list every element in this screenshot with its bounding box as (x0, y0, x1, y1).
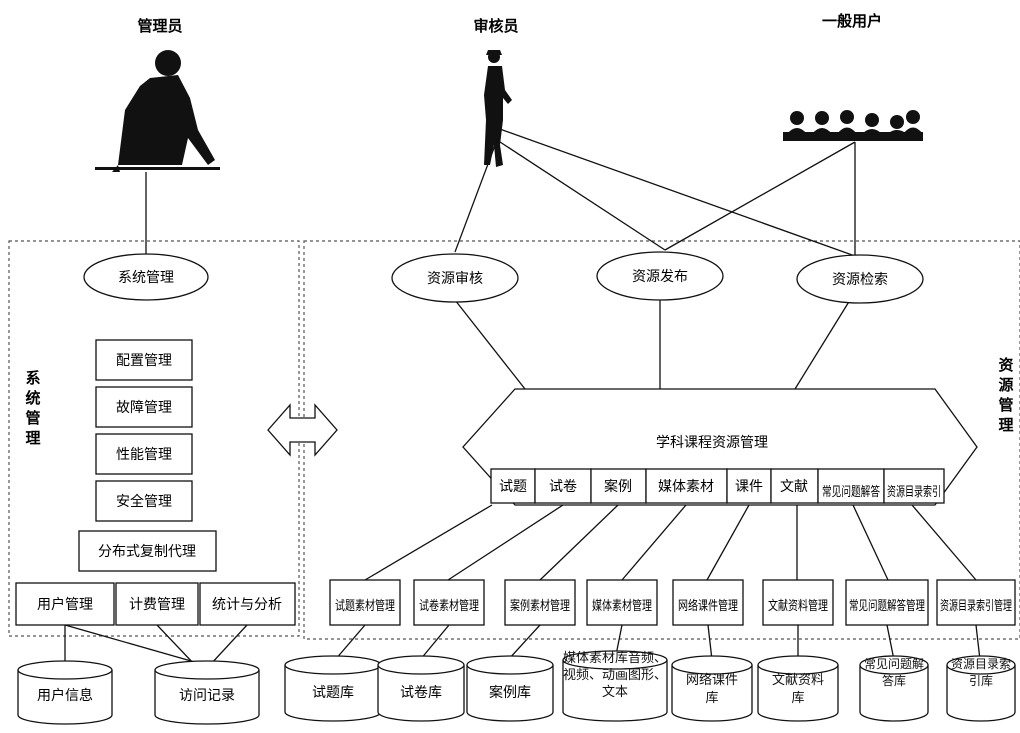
left-side-label-4: 理 (25, 429, 40, 447)
core-cell-label: 常见问题解答 (822, 484, 880, 500)
bidirectional-arrow-icon (267, 403, 338, 457)
core-cell-label: 试题 (499, 479, 527, 495)
core-cell-questions (490, 468, 536, 504)
core-cell-label: 课件 (735, 479, 763, 495)
db-label: 访问记录 (179, 688, 235, 704)
config-management-label: 配置管理 (116, 353, 172, 369)
manager-box-index (936, 579, 1016, 626)
resource-search-node (796, 254, 924, 304)
manager-boxes: 试题素材管理 试卷素材管理 案例素材管理 媒体素材管理 网络课件管理 文献资料管… (329, 579, 1016, 626)
manager-label: 试题素材管理 (335, 599, 395, 614)
users-group-icon (783, 110, 923, 141)
db-faq-bank: 常见问题解答库 (859, 655, 929, 722)
resource-publish-label: 资源发布 (632, 269, 688, 285)
core-cells-row: 试题 试卷 案例 媒体素材 课件 文献 常见问题解答 资源目录索引 (490, 468, 945, 504)
role-reviewer-label: 审核员 (473, 17, 518, 35)
replication-agent-box (78, 530, 217, 572)
user-management-box (15, 582, 115, 626)
db-courseware-bank: 网络课件库 (671, 655, 753, 722)
billing-management-label: 计费管理 (129, 597, 185, 613)
core-cell-label: 媒体素材 (658, 479, 714, 495)
billing-management-box (115, 582, 199, 626)
left-side-label-1: 系 (25, 369, 40, 387)
admin-figure-icon (95, 50, 220, 172)
left-side-label-2: 统 (25, 389, 40, 407)
db-label: 文献资料库 (771, 673, 824, 706)
security-management-label: 安全管理 (116, 493, 172, 510)
resource-review-node (391, 253, 519, 303)
db-user-info: 用户信息 (17, 660, 113, 725)
manager-label: 文献资料管理 (768, 599, 828, 614)
statistics-analysis-label: 统计与分析 (212, 597, 282, 613)
core-cell-faq (817, 468, 885, 504)
security-management-box (95, 480, 193, 522)
db-label: 试题库 (312, 685, 354, 701)
replication-agent-label: 分布式复制代理 (98, 543, 196, 560)
system-management-node (83, 253, 209, 301)
manager-label: 试卷素材管理 (419, 598, 479, 614)
manager-label: 资源目录索引管理 (940, 599, 1012, 614)
manager-label: 常见问题解答管理 (849, 598, 925, 614)
manager-box-literature (762, 579, 834, 626)
core-cell-index (883, 468, 945, 504)
resource-publish-node (596, 251, 724, 301)
left-side-label-3: 管 (25, 409, 40, 427)
core-cell-label: 案例 (604, 478, 632, 495)
manager-label: 案例素材管理 (510, 599, 570, 614)
reviewer-figure-icon (484, 50, 512, 167)
statistics-analysis-box (199, 582, 296, 626)
manager-box-courseware (672, 579, 744, 626)
core-cell-media (645, 468, 728, 504)
right-side-label-3: 管 (998, 396, 1013, 414)
core-cell-literature (770, 468, 819, 504)
manager-box-cases (504, 579, 576, 626)
right-side-label-1: 资 (998, 356, 1013, 374)
db-label: 常见问题解答库 (863, 657, 924, 688)
right-side-label-2: 源 (998, 376, 1013, 394)
role-admin-label: 管理员 (137, 17, 182, 35)
fault-management-box (95, 386, 193, 428)
course-resource-management-label: 学科课程资源管理 (656, 435, 768, 451)
db-label: 网络课件库 (685, 673, 738, 706)
db-label: 案例库 (489, 684, 531, 701)
core-cell-label: 文献 (780, 479, 808, 495)
db-label: 用户信息 (37, 687, 93, 704)
db-access-log: 访问记录 (154, 660, 260, 725)
performance-management-box (95, 433, 193, 475)
manager-box-media (586, 579, 658, 626)
core-cell-label: 资源目录索引 (887, 485, 941, 500)
db-literature-bank: 文献资料库 (757, 655, 839, 722)
user-management-label: 用户管理 (37, 596, 93, 613)
config-management-box (95, 339, 193, 381)
fault-management-label: 故障管理 (116, 400, 172, 416)
db-paper-bank: 试卷库 (377, 655, 465, 722)
db-label: 资源目录索引库 (950, 657, 1011, 688)
db-question-bank: 试题库 (284, 655, 382, 722)
right-side-label-4: 理 (998, 416, 1013, 434)
manager-box-faq (845, 579, 929, 626)
db-label: 试卷库 (400, 685, 442, 701)
db-label: 媒体素材库音频、视频、动画图形、文本 (562, 651, 667, 700)
resource-review-label: 资源审核 (427, 271, 483, 287)
system-management-label: 系统管理 (118, 270, 174, 286)
db-case-bank: 案例库 (466, 655, 554, 722)
core-cell-label: 试卷 (549, 479, 577, 495)
resource-search-label: 资源检索 (832, 271, 888, 288)
manager-label: 网络课件管理 (678, 598, 738, 614)
core-cell-cases (590, 468, 647, 504)
manager-label: 媒体素材管理 (592, 599, 652, 614)
db-index-bank: 资源目录索引库 (946, 655, 1016, 722)
performance-management-label: 性能管理 (116, 447, 172, 463)
role-user-label: 一般用户 (822, 12, 882, 30)
db-media-bank: 媒体素材库音频、视频、动画图形、文本 (562, 650, 668, 722)
